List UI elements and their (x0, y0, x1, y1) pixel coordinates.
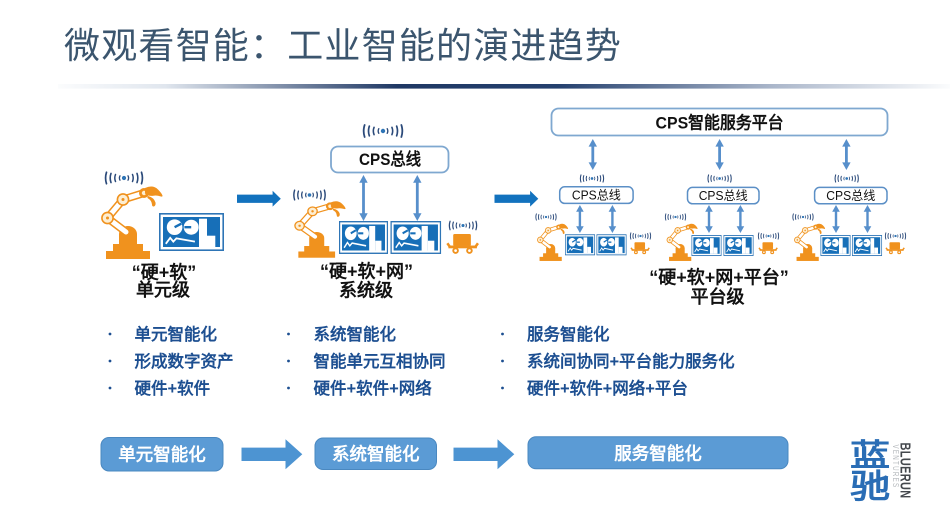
svg-text:单元智能化: 单元智能化 (135, 324, 218, 344)
svg-text:系统间协同+平台能力服务化: 系统间协同+平台能力服务化 (527, 351, 735, 371)
svg-text:平台级: 平台级 (691, 286, 746, 307)
svg-text:单元级: 单元级 (136, 279, 191, 300)
svg-text:微观看智能：工业智能的演进趋势: 微观看智能：工业智能的演进趋势 (64, 25, 622, 66)
svg-text:VENTURES: VENTURES (891, 445, 900, 489)
svg-text:服务智能化: 服务智能化 (614, 444, 702, 464)
svg-text:CPS总线: CPS总线 (572, 189, 621, 203)
svg-text:硬件+软件: 硬件+软件 (135, 378, 211, 398)
svg-text:单元智能化: 单元智能化 (118, 445, 206, 465)
svg-text:服务智能化: 服务智能化 (527, 324, 610, 344)
svg-text:系统智能化: 系统智能化 (332, 444, 420, 464)
svg-text:“硬+软”: “硬+软” (132, 262, 197, 283)
svg-text:驰: 驰 (850, 468, 890, 505)
svg-text:CPS总线: CPS总线 (699, 189, 748, 203)
svg-text:BLUERUN: BLUERUN (897, 443, 914, 499)
svg-text:智能单元互相协同: 智能单元互相协同 (314, 351, 446, 371)
svg-text:CPS总线: CPS总线 (359, 149, 421, 169)
svg-text:“硬+软+网+平台”: “硬+软+网+平台” (649, 267, 789, 288)
svg-text:形成数字资产: 形成数字资产 (135, 351, 234, 371)
svg-text:系统级: 系统级 (339, 280, 394, 301)
svg-text:硬件+软件+网络: 硬件+软件+网络 (314, 378, 433, 398)
svg-text:CPS智能服务平台: CPS智能服务平台 (656, 113, 784, 133)
svg-text:CPS总线: CPS总线 (826, 189, 875, 203)
svg-text:系统智能化: 系统智能化 (314, 324, 397, 344)
svg-text:“硬+软+网”: “硬+软+网” (320, 261, 413, 282)
svg-text:硬件+软件+网络+平台: 硬件+软件+网络+平台 (527, 378, 688, 398)
svg-text:蓝: 蓝 (850, 438, 890, 472)
